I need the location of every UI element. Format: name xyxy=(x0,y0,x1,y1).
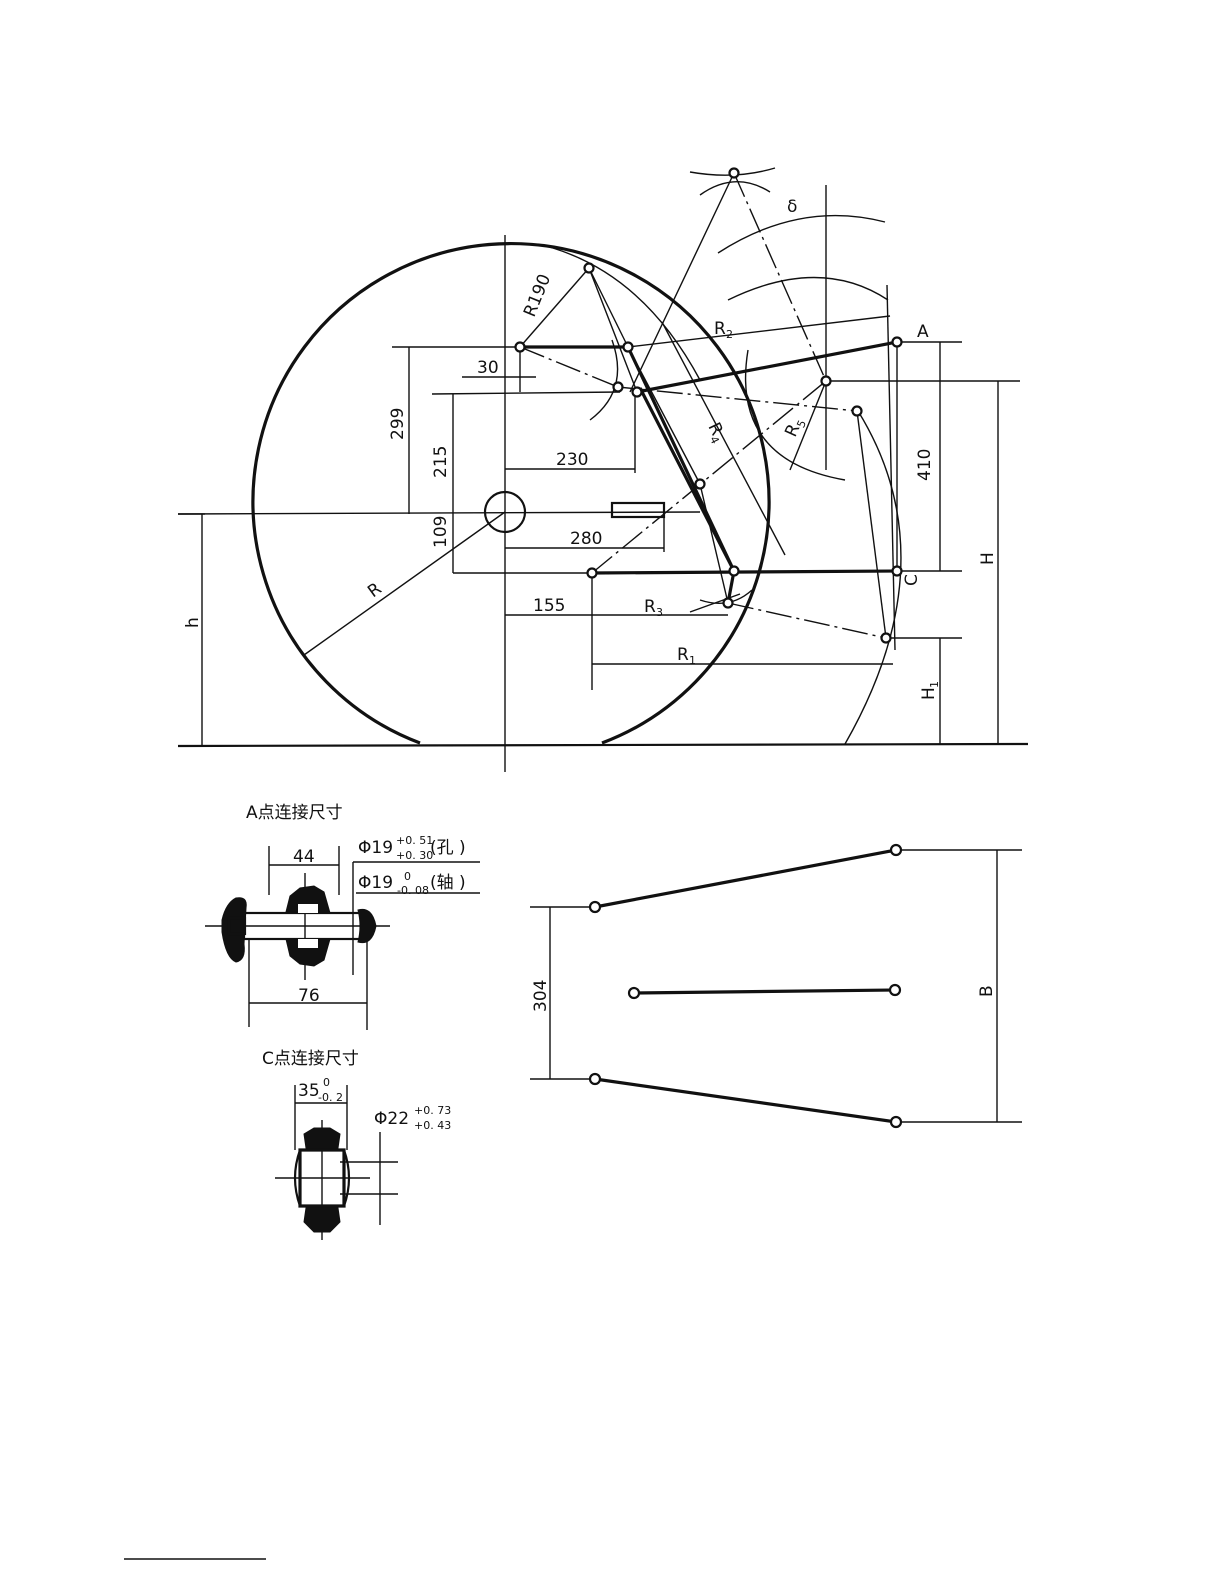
arc-r190 xyxy=(538,244,700,380)
arc-right-large xyxy=(845,411,901,744)
plan-top-link xyxy=(634,990,895,993)
shaft-prefix: Φ19 xyxy=(358,873,393,893)
label-point-a: A xyxy=(917,322,929,342)
label-r3: R xyxy=(644,597,656,617)
label-215: 215 xyxy=(431,446,451,478)
label-109: 109 xyxy=(431,516,451,548)
width-tol-lower: -0. 2 xyxy=(318,1091,343,1104)
label-r3-sub: 3 xyxy=(656,606,663,619)
label-r2-sub: 2 xyxy=(726,328,733,341)
r190-link-2 xyxy=(589,268,628,347)
label-44: 44 xyxy=(293,847,315,867)
pin-h1 xyxy=(882,634,891,643)
plan-pin-2 xyxy=(891,845,901,855)
diag-link-2 xyxy=(700,484,728,603)
ground-line xyxy=(178,744,1028,746)
label-r1-sub: 1 xyxy=(689,654,696,667)
plan-pin-1 xyxy=(590,902,600,912)
ball-joint-bottom-inner xyxy=(298,939,318,948)
centerline-1 xyxy=(520,347,618,387)
plan-pin-3 xyxy=(629,988,639,998)
width-value: 35 xyxy=(298,1081,320,1101)
axle-fitting xyxy=(612,503,664,517)
bore-tol-upper: +0. 73 xyxy=(414,1104,451,1117)
pin-lower-drop xyxy=(724,599,733,608)
pin-apex xyxy=(730,169,739,178)
bore-tol-lower: +0. 43 xyxy=(414,1119,451,1132)
detail-a: A点连接尺寸 44 Φ19 +0. 51 +0. 30 (孔 ) Φ19 0 -… xyxy=(205,803,480,1030)
hole-tol-lower: +0. 30 xyxy=(396,849,433,862)
main-view: R190 30 299 215 230 109 280 155 410 R R … xyxy=(178,168,1028,772)
label-point-c: C xyxy=(902,574,922,586)
label-h-upper: H xyxy=(978,552,998,565)
pin-mid-2 xyxy=(633,388,642,397)
shaft-tol-upper: 0 xyxy=(404,870,411,883)
pin-upper-left xyxy=(516,343,525,352)
ball-joint-top-inner xyxy=(298,904,318,913)
arc-r2 xyxy=(728,278,888,301)
pin-r190 xyxy=(585,264,594,273)
dim-215-ext-top xyxy=(432,392,620,394)
label-76: 76 xyxy=(298,986,320,1006)
lower-link xyxy=(592,571,897,573)
label-280: 280 xyxy=(570,529,602,549)
label-delta: δ xyxy=(787,197,797,217)
ball-c-top xyxy=(304,1128,340,1148)
pin-right xyxy=(853,407,862,416)
right-curve-link xyxy=(857,411,886,638)
lift-link-2 xyxy=(640,388,734,571)
plan-upper-link xyxy=(595,850,896,907)
pin-lower-mid xyxy=(730,567,739,576)
arc-small-left xyxy=(590,340,618,420)
label-b: B xyxy=(977,985,997,997)
pin-upper-mid xyxy=(624,343,633,352)
r190-link-3 xyxy=(589,268,637,392)
label-230: 230 xyxy=(556,450,588,470)
label-r2: R xyxy=(714,319,726,339)
pin-head-right xyxy=(358,909,376,942)
width-tol-upper: 0 xyxy=(323,1076,330,1089)
pin-a xyxy=(893,338,902,347)
shaft-tol-lower: -0. 08 xyxy=(397,884,429,897)
shaft-suffix: (轴 ) xyxy=(430,873,466,893)
ball-c-bottom xyxy=(304,1208,340,1232)
label-30: 30 xyxy=(477,358,499,378)
plan-view: 304 B xyxy=(530,845,1022,1127)
hub-horizontal-line xyxy=(178,512,700,514)
lynch-pin-left xyxy=(222,898,246,962)
radius-line xyxy=(304,512,505,655)
plan-pin-6 xyxy=(891,1117,901,1127)
pin-center xyxy=(696,480,705,489)
label-r5-group: R 5 xyxy=(781,415,809,441)
label-r1: R xyxy=(677,645,689,665)
hole-prefix: Φ19 xyxy=(358,838,393,858)
hole-suffix: (孔 ) xyxy=(430,838,466,858)
arc-delta xyxy=(718,216,885,253)
label-h1: H xyxy=(919,687,939,700)
label-299: 299 xyxy=(388,408,408,440)
plan-pin-4 xyxy=(890,985,900,995)
centerline-4 xyxy=(728,603,886,638)
hole-tol-upper: +0. 51 xyxy=(396,834,433,847)
label-410: 410 xyxy=(915,449,935,481)
detail-a-caption: A点连接尺寸 xyxy=(246,803,343,823)
detail-c: C点连接尺寸 35 0 -0. 2 Φ22 +0. 73 +0. 43 xyxy=(262,1049,451,1240)
arc-apex-2 xyxy=(700,182,770,195)
label-h-lower: h xyxy=(183,617,203,628)
detail-c-caption: C点连接尺寸 xyxy=(262,1049,359,1069)
pin-lower-left xyxy=(588,569,597,578)
pin-mid-right xyxy=(822,377,831,386)
plan-lower-link xyxy=(595,1079,896,1122)
plan-pin-5 xyxy=(590,1074,600,1084)
label-304: 304 xyxy=(531,980,551,1012)
pin-c xyxy=(893,567,902,576)
label-h1-sub: 1 xyxy=(928,681,941,688)
label-h1-group: H 1 xyxy=(919,681,941,700)
bore-prefix: Φ22 xyxy=(374,1109,409,1129)
label-155: 155 xyxy=(533,596,565,616)
pin-mid-1 xyxy=(614,383,623,392)
